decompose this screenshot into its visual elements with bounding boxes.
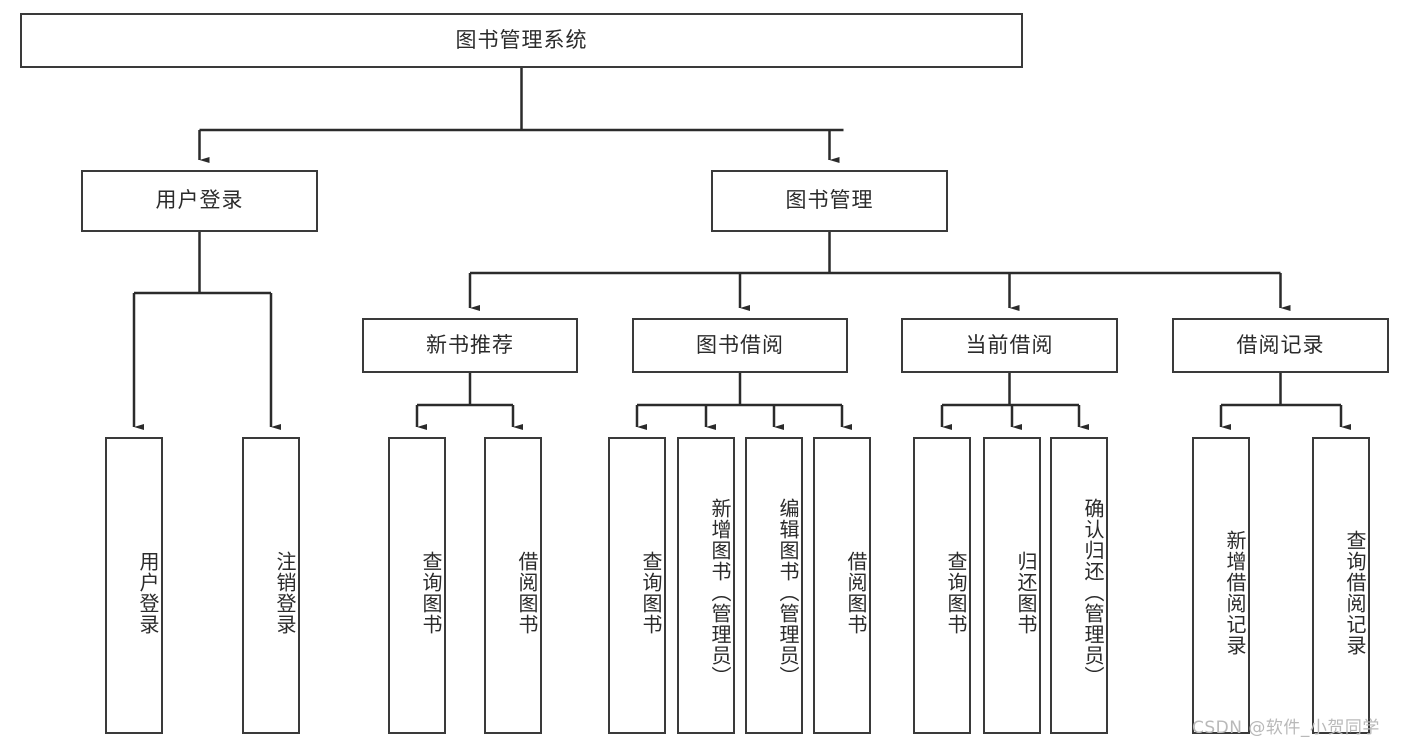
leaf-label: 借阅图书 [844, 550, 868, 635]
leaf-label: 查询图书 [944, 550, 968, 635]
leaf-label: 用户登录 [136, 550, 160, 635]
leaf-logout[interactable]: 注销登录 [242, 437, 300, 734]
leaf-label: 新增图书（管理员） [708, 498, 732, 687]
leaf-label: 编辑图书（管理员） [776, 498, 800, 687]
leaf-label: 查询借阅记录 [1343, 529, 1367, 656]
leaf-label: 归还图书 [1014, 550, 1038, 635]
node-current-borrow[interactable]: 当前借阅 [901, 318, 1118, 373]
csdn-watermark: CSDN @软件_小贺同学 [1192, 718, 1380, 738]
leaf-query-book-current[interactable]: 查询图书 [913, 437, 971, 734]
leaf-label: 借阅图书 [515, 550, 539, 635]
leaf-query-book-borrow[interactable]: 查询图书 [608, 437, 666, 734]
leaf-borrow-book[interactable]: 借阅图书 [813, 437, 871, 734]
node-root-system[interactable]: 图书管理系统 [20, 13, 1023, 68]
leaf-label: 查询图书 [639, 550, 663, 635]
leaf-label: 注销登录 [273, 550, 297, 635]
leaf-label: 新增借阅记录 [1223, 529, 1247, 656]
leaf-borrow-book-new[interactable]: 借阅图书 [484, 437, 542, 734]
node-book-borrow[interactable]: 图书借阅 [632, 318, 848, 373]
leaf-confirm-return-admin[interactable]: 确认归还（管理员） [1050, 437, 1108, 734]
leaf-return-book[interactable]: 归还图书 [983, 437, 1041, 734]
leaf-user-login[interactable]: 用户登录 [105, 437, 163, 734]
leaf-add-borrow-record[interactable]: 新增借阅记录 [1192, 437, 1250, 734]
leaf-query-book-new[interactable]: 查询图书 [388, 437, 446, 734]
node-user-login[interactable]: 用户登录 [81, 170, 318, 232]
node-borrow-records[interactable]: 借阅记录 [1172, 318, 1389, 373]
leaf-add-book-admin[interactable]: 新增图书（管理员） [677, 437, 735, 734]
node-book-management[interactable]: 图书管理 [711, 170, 948, 232]
leaf-label: 确认归还（管理员） [1081, 498, 1105, 687]
leaf-query-borrow-record[interactable]: 查询借阅记录 [1312, 437, 1370, 734]
leaf-edit-book-admin[interactable]: 编辑图书（管理员） [745, 437, 803, 734]
node-new-book-recommend[interactable]: 新书推荐 [362, 318, 578, 373]
leaf-label: 查询图书 [419, 550, 443, 635]
